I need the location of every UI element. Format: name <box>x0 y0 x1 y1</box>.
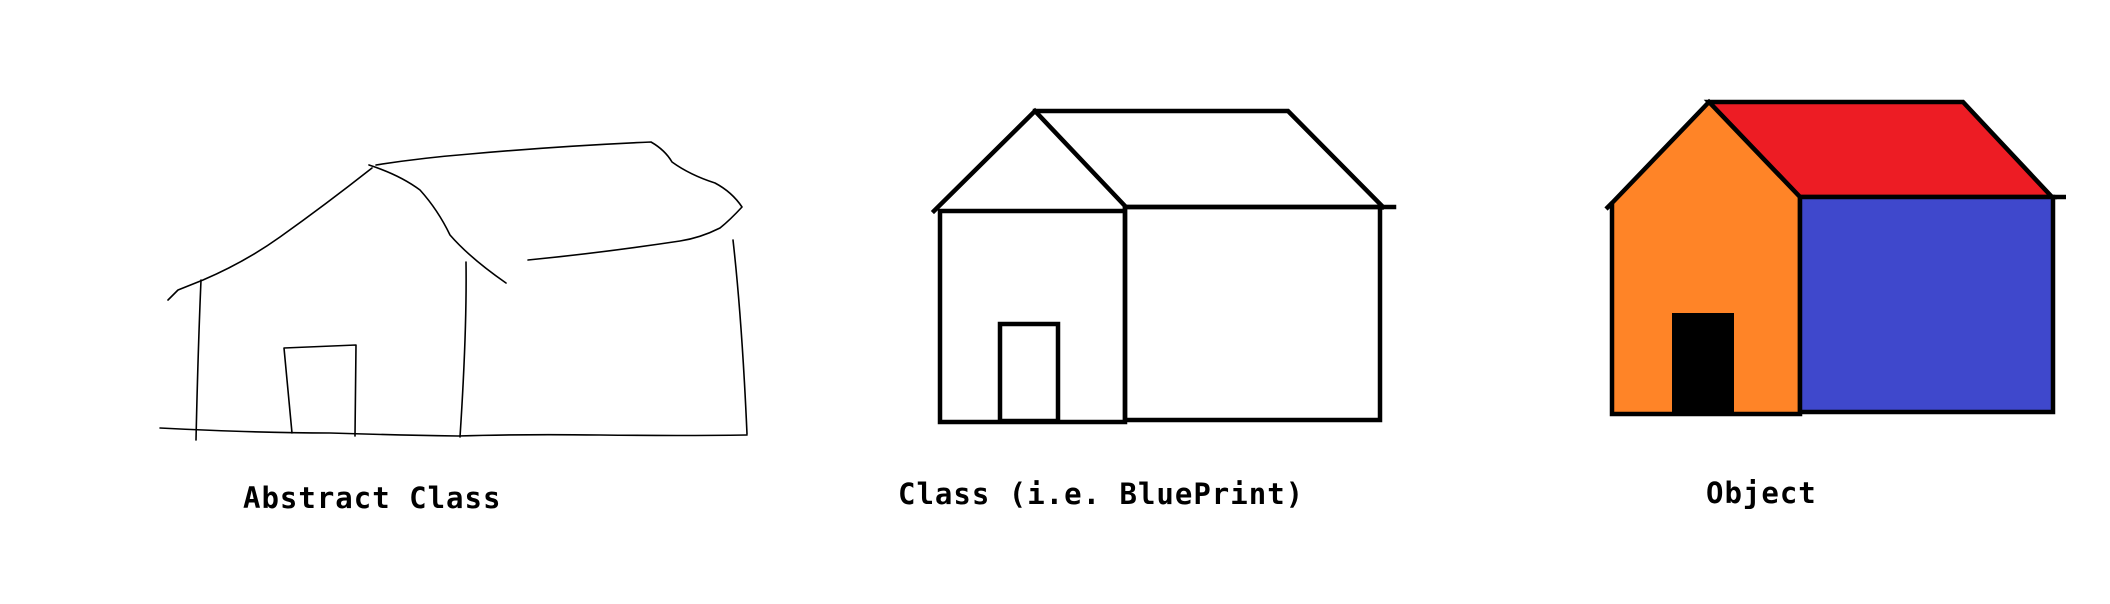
object-left-eave-stub <box>1604 201 1614 211</box>
class-side-roof <box>1032 108 1387 211</box>
abstract-wall-left <box>195 279 202 441</box>
class-front-gable <box>930 107 1129 215</box>
abstract-wall-right <box>732 239 748 435</box>
class-front-wall <box>937 208 1128 425</box>
abstract-door <box>283 344 357 437</box>
class-door <box>997 321 1061 424</box>
abstract-class-caption: Abstract Class <box>243 481 502 515</box>
abstract-roof-ridge <box>375 141 743 261</box>
class-house-outline <box>930 107 1397 425</box>
abstract-ground <box>159 427 748 437</box>
object-door <box>1672 313 1734 414</box>
abstract-wall-middle <box>459 261 467 438</box>
abstract-house-sketch <box>159 141 748 441</box>
object-side-wall <box>1797 194 2056 415</box>
abstract-roof-right-slope <box>368 164 507 284</box>
class-caption: Class (i.e. BluePrint) <box>898 477 1305 511</box>
object-house-filled <box>1604 98 2066 417</box>
class-side-wall <box>1122 204 1383 423</box>
object-caption: Object <box>1706 476 1817 510</box>
abstract-roof-left-slope <box>167 167 373 301</box>
